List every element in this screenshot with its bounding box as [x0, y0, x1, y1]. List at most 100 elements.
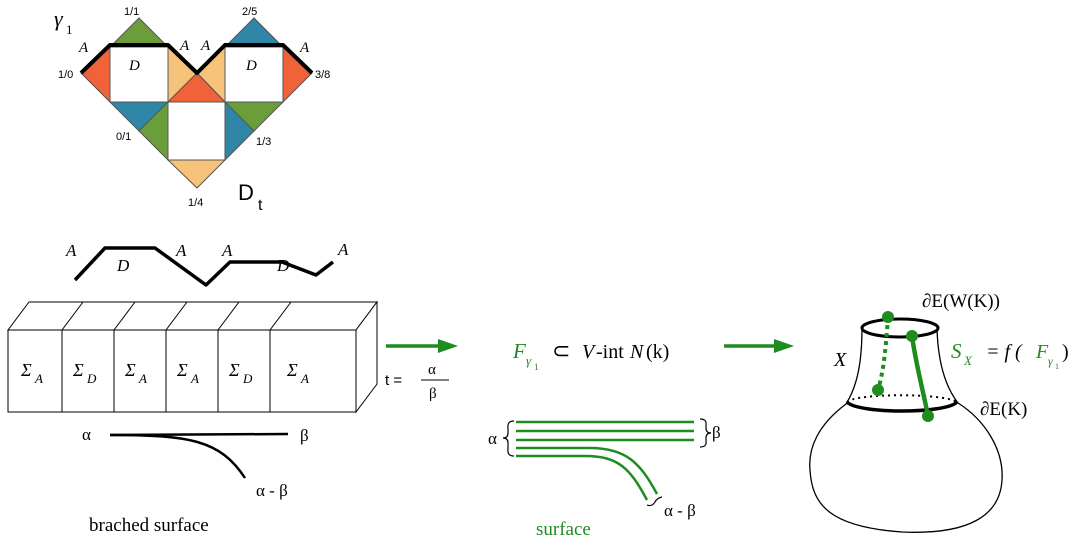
sx-label-sub: X	[963, 353, 973, 368]
sigma-box-1	[7, 329, 63, 413]
mid-int: -int	[596, 341, 624, 363]
ad-path-label-d1: D	[116, 256, 130, 275]
mid-F-subsub: 1	[534, 362, 539, 372]
bottom-boundary-front	[845, 400, 959, 413]
mid-F: F	[512, 339, 526, 363]
t-eq-label: t =	[385, 372, 402, 389]
t-den-label: β	[429, 386, 437, 402]
branch-line-alpha-minus-beta	[109, 433, 247, 479]
top-boundary-label: ∂E(W(K))	[922, 291, 1000, 312]
slope-label-1-3: 1/3	[256, 136, 271, 148]
tile-square-right	[224, 46, 284, 103]
sigma-label-1: Σ	[20, 360, 32, 380]
sx-dot-bottom-front	[922, 410, 934, 422]
right-brace	[699, 418, 712, 448]
branch-caption: brached surface	[89, 515, 209, 536]
t-num-label: α	[428, 362, 436, 378]
middle-formula: F γ 1 ⊂ V -int N (k)	[512, 338, 669, 372]
sigma-sub-6: A	[300, 371, 309, 386]
mid-k: (k)	[646, 341, 669, 363]
tile-blue-top-right	[223, 17, 285, 48]
ad-path-label-d2: D	[276, 256, 290, 275]
bottom-boundary-label: ∂E(K)	[980, 399, 1027, 420]
square-label-d-left: D	[128, 58, 140, 74]
sx-F: F	[1035, 341, 1049, 363]
box-row-top-face	[7, 301, 378, 331]
arrow-1: t = α β	[385, 339, 458, 402]
manifold-outline	[809, 326, 1003, 533]
mid-subset: ⊂	[552, 338, 570, 363]
edge-label-a2: A	[179, 38, 190, 54]
sigma-sub-4: A	[190, 371, 199, 386]
sigma-box-6	[269, 329, 357, 413]
mid-V: V	[582, 341, 597, 363]
dt-label: D	[238, 180, 254, 205]
sigma-label-5: Σ	[228, 360, 240, 380]
surface-beta-label: β	[712, 423, 721, 442]
top-boundary-ellipse	[860, 317, 940, 339]
sigma-sub-3: A	[138, 371, 147, 386]
left-brace	[502, 420, 515, 457]
tile-green-top-left	[108, 17, 170, 48]
bottom-boundary-back	[846, 394, 958, 403]
ad-path-label-a2: A	[175, 241, 187, 260]
sigma-label-6: Σ	[286, 360, 298, 380]
dt-label-sub: t	[258, 197, 263, 214]
sigma-label-3: Σ	[124, 360, 136, 380]
ad-path-label-a3: A	[221, 241, 233, 260]
surface-alpha-label: α	[488, 429, 497, 448]
ad-path-label-a1: A	[65, 241, 77, 260]
surface-amb-label: α - β	[664, 501, 696, 520]
ad-path-line	[73, 246, 335, 287]
square-label-d-right: D	[245, 58, 257, 74]
sx-dot-top-back	[882, 311, 894, 323]
sigma-sub-1: A	[34, 371, 43, 386]
tile-square-bottom	[167, 101, 226, 161]
green-surface: α β α - β surface	[488, 418, 721, 540]
sigma-sub-2: D	[86, 371, 97, 386]
edge-label-a4: A	[299, 40, 310, 56]
sx-solid-path	[909, 335, 931, 417]
manifold-x-label: X	[833, 349, 847, 371]
small-brace	[646, 496, 663, 507]
sx-label-S: S	[951, 339, 962, 363]
branched-surface: α β α - β brached surface	[82, 425, 309, 536]
edge-label-a1: A	[78, 40, 89, 56]
sx-F-sub: γ	[1048, 354, 1053, 368]
edge-label-a3: A	[200, 38, 211, 54]
slope-label-3-8: 3/8	[315, 69, 330, 81]
branch-beta-label: β	[300, 426, 309, 445]
branch-alpha-label: α	[82, 425, 91, 444]
surface-caption: surface	[536, 519, 591, 540]
sigma-sub-5: D	[242, 371, 253, 386]
tile-peach-bottom	[166, 159, 227, 189]
sigma-box-row	[7, 300, 378, 414]
sx-eq-f: = f (	[986, 341, 1023, 363]
slope-label-2-5: 2/5	[242, 6, 257, 18]
arrow-2	[724, 339, 794, 353]
branch-amb-label: α - β	[256, 481, 288, 500]
manifold-x: ∂E(W(K)) X S X = f ( F γ 1 ) ∂E(K)	[809, 291, 1069, 533]
sigma-box-4	[165, 329, 219, 413]
sigma-label-2: Σ	[72, 360, 84, 380]
mid-F-sub: γ	[526, 353, 532, 368]
tile-square-left	[109, 46, 169, 103]
ad-path-diagram: A D A A D A	[65, 240, 349, 287]
sigma-labels: Σ A Σ D Σ A Σ A Σ D Σ A	[20, 360, 309, 386]
slope-label-1-1: 1/1	[124, 6, 139, 18]
sigma-box-2	[61, 329, 115, 413]
sx-dot-bottom-back	[872, 384, 884, 396]
slope-label-0-1: 0/1	[116, 131, 131, 143]
gamma-label: γ	[54, 6, 64, 31]
ad-path-label-a4: A	[337, 240, 349, 259]
slope-label-1-0: 1/0	[58, 69, 73, 81]
sx-dotted-path	[876, 316, 890, 391]
sx-F-subsub: 1	[1055, 362, 1059, 371]
gamma-path	[79, 43, 314, 75]
sx-dot-top-front	[906, 330, 918, 342]
mid-N: N	[629, 341, 645, 363]
gamma-label-sub: 1	[66, 22, 73, 37]
slope-label-1-4: 1/4	[188, 197, 203, 209]
tile-diagram: γ 1 1/1 2/5 1/0 3/8 0/1 1/3 1/4 A A A A …	[54, 6, 330, 214]
